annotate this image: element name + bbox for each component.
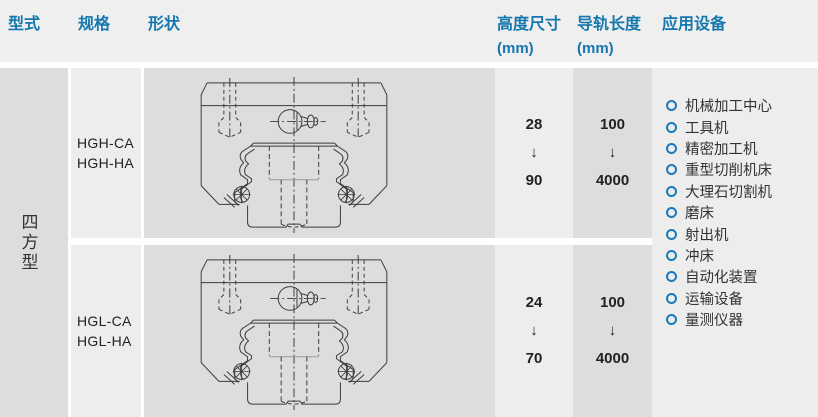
- height-max: 90: [525, 172, 543, 189]
- circle-bullet-icon: [666, 271, 677, 283]
- circle-bullet-icon: [666, 207, 677, 219]
- rail-length-min: 100: [599, 116, 626, 133]
- circle-bullet-icon: [666, 185, 677, 197]
- spec-model: HGL-HA: [77, 333, 132, 349]
- application-label: 精密加工机: [685, 141, 758, 158]
- height-max: 70: [525, 350, 543, 367]
- spec-model: HGH-HA: [77, 155, 135, 171]
- application-label: 机械加工中心: [685, 99, 772, 116]
- range-arrow-icon: ↓: [608, 144, 617, 161]
- circle-bullet-icon: [666, 164, 677, 176]
- guide-block-cross-section-drawing: [194, 76, 394, 236]
- circle-bullet-icon: [666, 314, 677, 326]
- application-item: 重型切削机床: [666, 159, 818, 180]
- col-header-rail-unit: (mm): [577, 40, 614, 57]
- application-item: 工具机: [666, 116, 818, 137]
- rail-length-max: 4000: [595, 172, 630, 189]
- circle-bullet-icon: [666, 100, 677, 112]
- height-min: 24: [525, 294, 543, 311]
- rail-length-cell-hgh: 100 ↓ 4000: [573, 68, 652, 238]
- type-group-label: 四方型: [18, 212, 38, 273]
- range-arrow-icon: ↓: [530, 322, 538, 339]
- application-label: 重型切削机床: [685, 163, 772, 180]
- applications-cell: 机械加工中心 工具机 精密加工机 重型切削机床 大理石切割机 磨床 射出机 冲床…: [652, 68, 818, 417]
- col-header-type: 型式: [8, 16, 41, 33]
- spec-model: HGH-CA: [77, 135, 135, 151]
- application-label: 射出机: [685, 227, 729, 244]
- circle-bullet-icon: [666, 228, 677, 240]
- shape-cell-hgl: [144, 245, 495, 417]
- application-label: 冲床: [685, 248, 714, 265]
- rail-length-max: 4000: [595, 350, 630, 367]
- table-header-row: 型式 规格 形状 高度尺寸 (mm) 导轨长度 (mm) 应用设备: [0, 0, 818, 62]
- application-label: 大理石切割机: [685, 184, 772, 201]
- application-item: 大理石切割机: [666, 181, 818, 202]
- application-label: 磨床: [685, 206, 714, 223]
- rail-length-cell-hgl: 100 ↓ 4000: [573, 245, 652, 417]
- circle-bullet-icon: [666, 292, 677, 304]
- application-label: 工具机: [685, 120, 729, 137]
- col-header-spec: 规格: [78, 16, 111, 33]
- application-item: 自动化装置: [666, 266, 818, 287]
- application-label: 运输设备: [685, 291, 743, 308]
- application-item: 磨床: [666, 202, 818, 223]
- application-item: 冲床: [666, 245, 818, 266]
- col-header-applications: 应用设备: [662, 16, 727, 33]
- height-min: 28: [525, 116, 543, 133]
- spec-cell-hgh: HGH-CA HGH-HA: [71, 68, 141, 238]
- application-item: 射出机: [666, 223, 818, 244]
- application-item: 量测仪器: [666, 309, 818, 330]
- circle-bullet-icon: [666, 142, 677, 154]
- shape-cell-hgh: [144, 68, 495, 238]
- range-arrow-icon: ↓: [608, 322, 617, 339]
- type-group-cell: 四方型: [0, 68, 68, 417]
- application-label: 自动化装置: [685, 270, 758, 287]
- col-header-height-unit: (mm): [497, 40, 534, 57]
- application-item: 运输设备: [666, 288, 818, 309]
- height-range-cell-hgl: 24 ↓ 70: [495, 245, 573, 417]
- circle-bullet-icon: [666, 249, 677, 261]
- application-item: 机械加工中心: [666, 95, 818, 116]
- guide-block-cross-section-drawing: [194, 253, 394, 413]
- spec-model: HGL-CA: [77, 313, 132, 329]
- spec-cell-hgl: HGL-CA HGL-HA: [71, 245, 141, 417]
- application-item: 精密加工机: [666, 138, 818, 159]
- height-range-cell-hgh: 28 ↓ 90: [495, 68, 573, 238]
- rail-length-min: 100: [599, 294, 626, 311]
- col-header-shape: 形状: [148, 16, 181, 33]
- range-arrow-icon: ↓: [530, 144, 538, 161]
- application-label: 量测仪器: [685, 313, 743, 330]
- col-header-rail-length: 导轨长度: [577, 16, 642, 33]
- col-header-height: 高度尺寸: [497, 16, 562, 33]
- circle-bullet-icon: [666, 121, 677, 133]
